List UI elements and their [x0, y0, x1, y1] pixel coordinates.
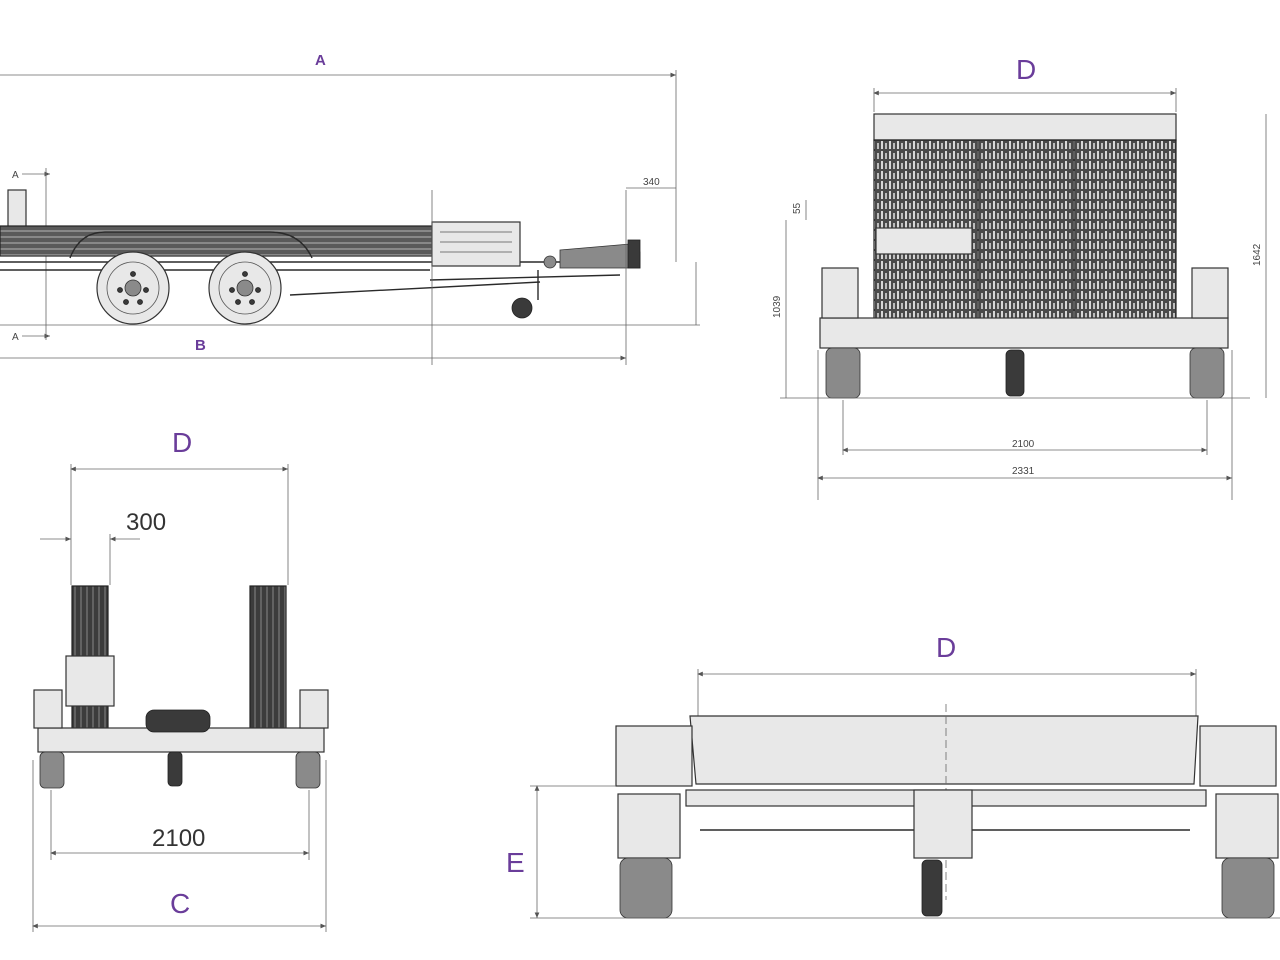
label-c: C [170, 888, 190, 919]
side-view: A A A [0, 52, 700, 365]
lamp-right [299, 689, 329, 729]
drawbar-lower [289, 281, 541, 296]
rear-view-bottom: D E [506, 632, 1280, 919]
label-e: E [506, 847, 525, 878]
coupling-head [627, 239, 641, 269]
wheel-left [825, 347, 861, 399]
dim-2100-top: 2100 [1012, 439, 1035, 450]
deck [0, 225, 433, 257]
dim-55: 55 [792, 202, 803, 214]
front-view: D 300 2100 C [32, 427, 329, 932]
wheel-front [96, 251, 170, 325]
dim-2100-front: 2100 [152, 825, 205, 852]
jockey-wheel [511, 297, 533, 319]
stanchion [7, 189, 27, 231]
label-d-top: D [1016, 54, 1036, 85]
plate-holder [875, 227, 973, 255]
lamp-right [1215, 793, 1279, 859]
wheel-left [39, 751, 65, 789]
ramp-right [249, 585, 287, 735]
rear-deck [689, 715, 1199, 785]
jockey-box [145, 709, 211, 733]
lamp-left [33, 689, 63, 729]
hitch-joint [543, 255, 557, 269]
dim-300: 300 [126, 509, 166, 536]
dim-2331: 2331 [1012, 466, 1035, 477]
drawbar-center [913, 789, 973, 859]
plate-holder [65, 655, 115, 707]
jockey-wheel [921, 859, 943, 917]
label-d-bottom: D [936, 632, 956, 663]
rear-view-top: D 1039 55 1642 2100 2331 [772, 54, 1267, 500]
section-label-bottom: A [12, 332, 19, 343]
mudguard-left [615, 725, 693, 787]
lamp-right [1191, 267, 1229, 319]
wheel-rear [208, 251, 282, 325]
wheel-right [1189, 347, 1225, 399]
toolbox [431, 221, 521, 267]
label-b: B [195, 337, 206, 354]
dim-1642: 1642 [1252, 243, 1263, 266]
mudguard [69, 231, 313, 259]
jockey-wheel [1005, 349, 1025, 397]
label-a: A [315, 52, 326, 69]
drawbar-mid [429, 274, 621, 281]
dim-1039: 1039 [772, 295, 783, 318]
rear-frame [819, 317, 1229, 349]
wheel-right [1221, 857, 1275, 919]
section-label-top: A [12, 170, 19, 181]
dim-340: 340 [643, 177, 660, 188]
label-d-front: D [172, 427, 192, 458]
wheel-left [619, 857, 673, 919]
wheel-right [295, 751, 321, 789]
jockey-wheel [167, 751, 183, 787]
lamp-left [821, 267, 859, 319]
lamp-left [617, 793, 681, 859]
top-rail [873, 113, 1177, 141]
mudguard-right [1199, 725, 1277, 787]
